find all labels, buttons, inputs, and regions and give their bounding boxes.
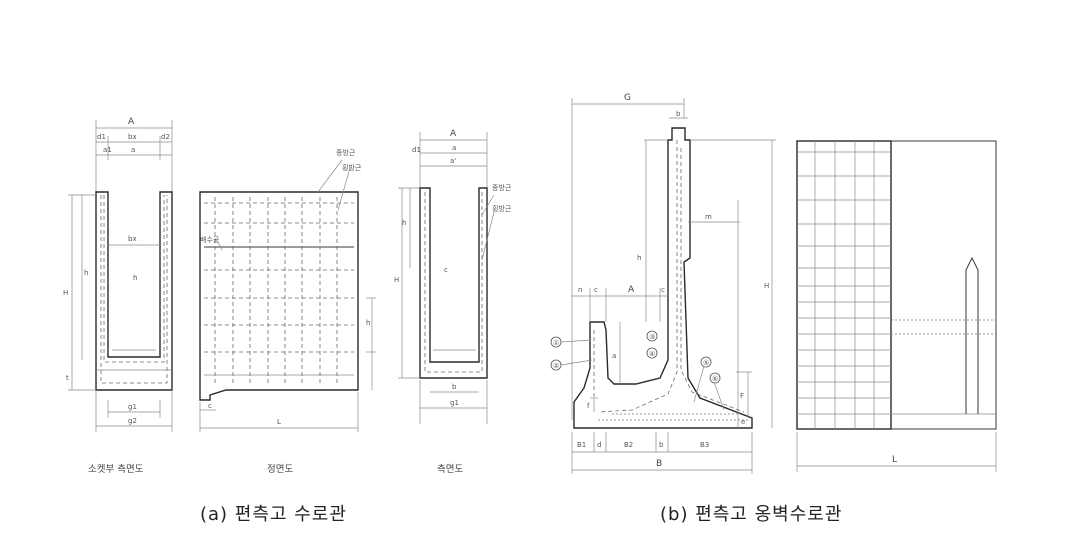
dim-G: G	[624, 93, 631, 103]
dim-F: F	[740, 392, 744, 400]
side-view-a: A d1 a a' c 종방근 횡방근 H h b g	[394, 129, 512, 475]
bubble-3: ③	[646, 330, 658, 342]
bubble-5: ⑤	[693, 356, 712, 403]
dim-L-b: L	[892, 455, 897, 465]
dim-H: H	[63, 289, 68, 297]
callout-transverse: 횡방근	[342, 163, 362, 172]
dim-b-top: b	[676, 110, 681, 118]
dim-B2: B2	[624, 441, 633, 449]
svg-text:⑤: ⑤	[703, 359, 709, 367]
figure-a: A d1 d2 bx a1 a bx h H h t	[63, 117, 512, 475]
dim-h: h	[84, 269, 88, 277]
dim-a-side: a	[452, 144, 456, 152]
label-side-view: 측면도	[437, 464, 463, 475]
section-view-a: A d1 d2 bx a1 a bx h H h t	[63, 117, 173, 475]
dim-g-side: g1	[450, 399, 459, 407]
dim-d-b: d	[597, 441, 601, 449]
svg-text:⑥: ⑥	[712, 375, 718, 383]
dim-g1: g1	[128, 403, 137, 411]
dim-m: m	[705, 213, 712, 221]
dim-c-side: c	[444, 266, 448, 274]
bubble-1: ①	[550, 336, 592, 348]
dim-a-b: a	[612, 352, 616, 360]
dim-f: f	[587, 402, 590, 410]
dim-B1: B1	[577, 441, 586, 449]
caption-a: (a) 편측고 수로관	[200, 504, 347, 525]
dim-e: e	[741, 418, 745, 426]
dim-a: a	[131, 146, 135, 154]
caption-b: (b) 편측고 옹벽수로관	[660, 504, 843, 525]
dim-H-side: H	[394, 276, 399, 284]
dim-A: A	[128, 117, 135, 127]
dim-bx-inner: bx	[128, 235, 137, 243]
bubble-2: ②	[550, 359, 593, 371]
svg-text:③: ③	[649, 333, 655, 341]
dim-n: n	[578, 286, 582, 294]
dim-c-b: c	[594, 286, 598, 294]
dim-B: B	[656, 459, 662, 469]
callout-side-longitudinal: 종방근	[492, 183, 512, 192]
plan-view-a: 종방근 횡방근 배수공 h L c 정면도	[199, 148, 376, 475]
dim-c2-b: c	[661, 286, 665, 294]
figure-b: G b H h m	[550, 93, 997, 474]
dim-d1: d1	[97, 133, 106, 141]
section-view-b: G b H h m	[550, 93, 776, 474]
dim-d-side: d1	[412, 146, 421, 154]
elevation-view-b: L	[796, 140, 997, 472]
dim-B3: B3	[700, 441, 709, 449]
dim-A-b: A	[628, 285, 635, 295]
dim-h-prime: h	[366, 319, 370, 327]
dim-a1: a1	[103, 146, 112, 154]
dim-c: c	[208, 402, 212, 410]
dim-b-side: b	[452, 383, 457, 391]
dim-bx: bx	[128, 133, 137, 141]
callout-longitudinal: 종방근	[336, 148, 356, 157]
dim-L: L	[277, 418, 281, 426]
bubble-6: ⑥	[709, 372, 725, 411]
dim-h-inner: h	[133, 274, 137, 282]
dim-H-b: H	[764, 282, 769, 290]
dim-g2: g2	[128, 417, 137, 425]
callout-side-transverse: 횡방근	[492, 204, 512, 213]
svg-text:②: ②	[553, 362, 559, 370]
label-front-view: 정면도	[267, 464, 293, 475]
dim-d2: d2	[161, 133, 170, 141]
dim-h-side: h	[402, 219, 406, 227]
dim-h-b: h	[637, 254, 641, 262]
dim-A-side: A	[450, 129, 457, 139]
dim-b-bottom: b	[659, 441, 664, 449]
callout-drain-pipe: 배수공	[200, 235, 220, 244]
bubble-4: ④	[646, 347, 658, 359]
svg-text:①: ①	[553, 339, 559, 347]
dim-t: t	[66, 374, 69, 382]
label-socket-section: 소켓부 측면도	[88, 464, 144, 475]
svg-text:④: ④	[649, 350, 655, 358]
dim-aprime-side: a'	[450, 157, 456, 165]
